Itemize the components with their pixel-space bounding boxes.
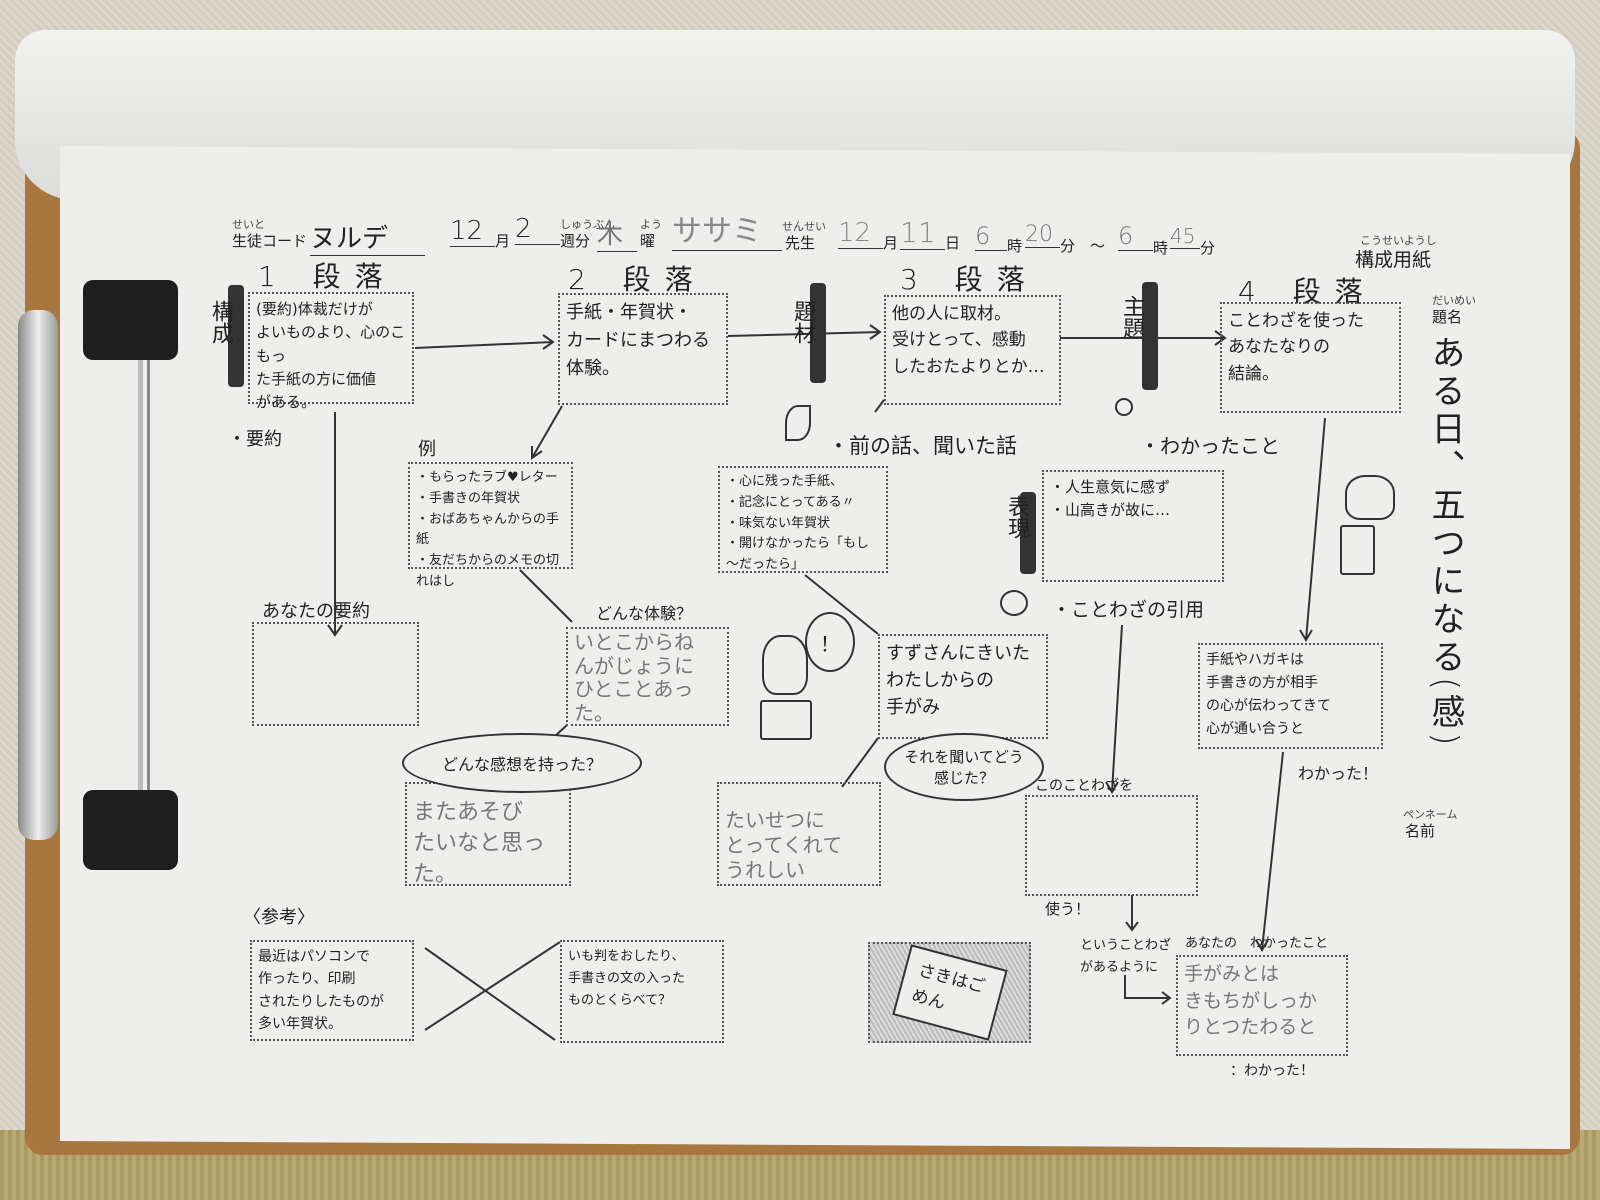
summary-label: ・要約	[228, 429, 282, 450]
sketch-note: さきはごめん	[891, 944, 1008, 1041]
month-field[interactable]: 12	[450, 216, 495, 247]
paragraph-3-box[interactable]: 他の人に取材。 受けとって、感動 したおたよりとか…	[884, 295, 1061, 405]
end-hour-label: 時	[1153, 239, 1169, 257]
bear-letter-icon	[1340, 525, 1375, 575]
clip-bar	[18, 310, 58, 840]
weekday-ruby: よう	[640, 218, 662, 231]
week-label: 週分	[560, 232, 591, 250]
weekday-label: 曜	[640, 232, 656, 250]
week-field[interactable]: 2	[515, 214, 560, 245]
letter-envelope-icon	[760, 700, 812, 740]
exclaim-bubble: ！	[805, 612, 855, 672]
title-label: 題名	[1432, 308, 1463, 326]
paragraph-1-heading: 1 段落	[258, 260, 397, 293]
date-day-label: 日	[945, 234, 961, 252]
conclusion-box[interactable]: 手紙やハガキは 手書きの方が相手 の心が伝わってきて 心が通い合うと	[1198, 643, 1383, 749]
cherry-icon	[1115, 398, 1133, 416]
clip-hook-bottom	[83, 790, 178, 870]
reference-box-2[interactable]: いも判をおしたり、 手書きの文の入った ものとくらべて？	[560, 940, 724, 1043]
tag-bar-hyougen	[1020, 492, 1036, 574]
tag-bar-shudai	[1142, 282, 1158, 390]
cat-doodle-icon	[762, 635, 808, 695]
penname-ruby: ペンネーム	[1403, 808, 1458, 821]
understood-label-1: わかった！	[1298, 764, 1379, 783]
end-hour-field[interactable]: 6	[1118, 222, 1153, 251]
prev-story-box[interactable]: ・心に残った手紙、 ・記念にとってある〃 ・味気ない年賀状 ・開けなかったら「も…	[718, 466, 888, 573]
clip-wire	[138, 360, 150, 800]
felt-question-cloud: それを聞いてどう 感じた？	[884, 733, 1044, 801]
tag-hyougen: 表現	[1004, 495, 1029, 539]
title-ruby: だいめい	[1432, 294, 1476, 307]
tag-bar-kousei	[228, 285, 244, 387]
bear-doodle-icon	[1345, 475, 1395, 520]
your-learned-label: あなたの わかったこと	[1185, 936, 1329, 951]
teacher-field[interactable]: ササミ	[672, 206, 782, 251]
end-min-label: 分	[1200, 239, 1216, 257]
paragraph-2-heading: 2 段落	[568, 263, 707, 296]
hour-label: 時	[1007, 237, 1023, 255]
date-month-field[interactable]: 12	[838, 218, 883, 249]
teacher-ruby: せんせい	[782, 220, 826, 233]
student-code-field[interactable]: ヌルデ	[310, 218, 425, 256]
understood-label-2: ：わかった！	[1230, 1063, 1314, 1079]
use-label: 使う！	[1045, 900, 1091, 918]
flower-icon	[1000, 590, 1028, 616]
felt-box[interactable]: たいせつに とってくれて うれしい	[717, 782, 881, 886]
sketch-box[interactable]: さきはごめん	[868, 942, 1031, 1043]
sheet-title-ruby: こうせいようし	[1360, 234, 1437, 247]
paragraph-2-box[interactable]: 手紙・年賀状・ カードにまつわる 体験。	[558, 293, 728, 405]
date-day-field[interactable]: 11	[900, 216, 945, 250]
week-ruby: しゅうぶん	[560, 218, 615, 231]
examples-box[interactable]: ・もらったラブ♥レター ・手書きの年賀状 ・おばあちゃんからの手紙 ・友だちから…	[408, 462, 573, 589]
tag-daizai: 題材	[790, 300, 815, 344]
end-min-field[interactable]: 45	[1170, 224, 1200, 249]
impression-question-cloud: どんな感想を持った？	[402, 733, 642, 793]
proverb-quote-label: ・ことわざの引用	[1052, 599, 1205, 621]
tilde: ～	[1090, 237, 1106, 255]
tag-shudai: 主題	[1119, 295, 1144, 339]
learned-box[interactable]: ・人生意気に感ず ・山高きが故に…	[1042, 470, 1224, 582]
min-label: 分	[1060, 237, 1076, 255]
your-summary-box[interactable]	[252, 622, 419, 726]
interview-box[interactable]: すずさんにきいた わたしからの 手がみ	[878, 634, 1048, 739]
month-label: 月	[495, 232, 511, 250]
teacher-label: 先生	[785, 234, 816, 252]
date-month-label: 月	[883, 234, 899, 252]
weekday-field[interactable]: 木	[597, 214, 637, 252]
learned-label: ・わかったこと	[1140, 434, 1280, 458]
impression-box[interactable]: またあそび たいなと思った。	[405, 782, 571, 887]
like-proverb-label: ということわざ があるように	[1080, 938, 1172, 976]
paragraph-1-box[interactable]: (要約)体裁だけが よいものより、心のこもっ た手紙の方に価値 がある。	[248, 292, 414, 411]
student-code-ruby: せいと	[232, 218, 265, 231]
reference-label: 〈参考〉	[243, 907, 315, 928]
clip-hook-top	[83, 280, 178, 360]
prev-story-label: ・前の話、聞いた話	[828, 434, 1017, 458]
this-proverb-label: このことわざを	[1035, 778, 1133, 794]
start-min-field[interactable]: 20	[1025, 222, 1060, 248]
paragraph-4-box[interactable]: ことわざを使った あなたなりの 結論。	[1220, 302, 1401, 413]
tag-bar-daizai	[810, 283, 826, 383]
start-hour-field[interactable]: 6	[975, 222, 1007, 251]
tag-kousei: 構成	[208, 300, 233, 344]
example-label: 例	[418, 439, 436, 460]
leaf-icon	[785, 405, 811, 441]
paragraph-3-heading: 3 段落	[900, 263, 1039, 296]
student-code-label: 生徒コード	[232, 232, 308, 250]
clipboard-clip[interactable]	[18, 280, 178, 870]
final-box[interactable]: 手がみとは きもちがしっか りとつたわると	[1176, 955, 1348, 1056]
sheet-title: 構成用紙	[1355, 249, 1432, 271]
title-value[interactable]: ある日、五つになる(感)	[1425, 335, 1465, 750]
proverb-use-box[interactable]	[1025, 795, 1198, 896]
penname-label: 名前	[1405, 822, 1436, 840]
what-experience-label: どんな体験？	[596, 604, 693, 623]
experience-box[interactable]: いとこからね んがじょうに ひとことあっ た。	[566, 627, 729, 726]
your-summary-label: あなたの要約	[262, 601, 370, 622]
reference-box-1[interactable]: 最近はパソコンで 作ったり、印刷 されたりしたものが 多い年賀状。	[250, 940, 414, 1041]
